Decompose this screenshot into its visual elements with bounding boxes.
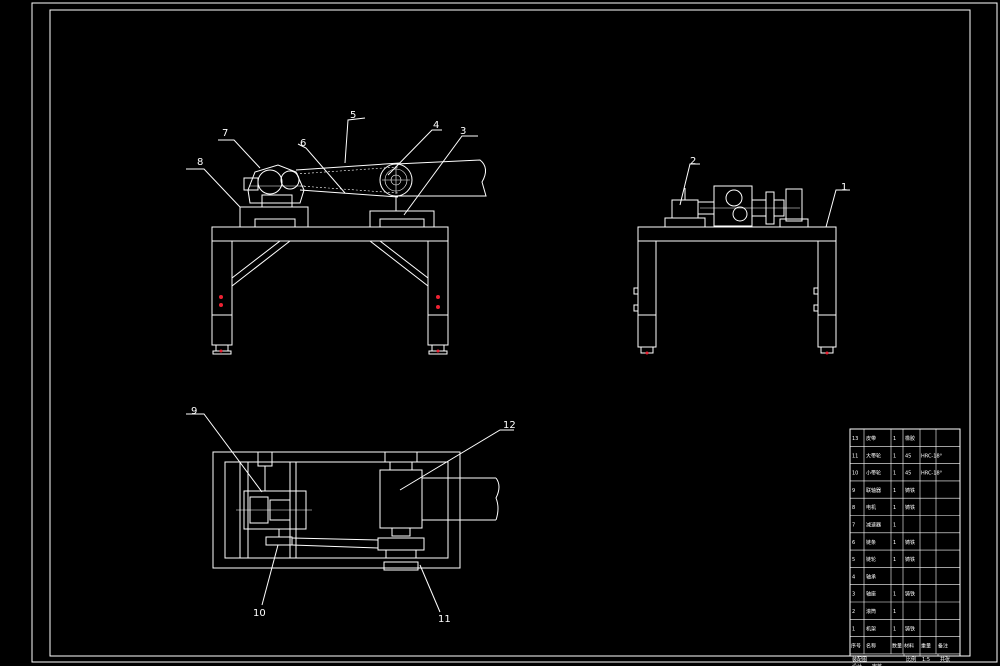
frame-top-beam bbox=[211, 226, 449, 242]
parts-no: 5 bbox=[852, 557, 855, 563]
parts-name: 大带轮 bbox=[866, 452, 881, 459]
sheet-label: 共张 bbox=[940, 656, 950, 663]
parts-name: 链轮 bbox=[866, 556, 876, 563]
outer-frame bbox=[31, 2, 998, 663]
callout-1: 1 bbox=[841, 182, 847, 193]
parts-qty: 1 bbox=[893, 453, 896, 459]
parts-no: 2 bbox=[852, 609, 855, 615]
parts-qty: 1 bbox=[893, 471, 896, 477]
parts-qty: 1 bbox=[893, 505, 896, 511]
parts-material: 铸铁 bbox=[905, 556, 915, 563]
motor-base bbox=[239, 206, 309, 228]
parts-name: 皮带 bbox=[866, 435, 876, 442]
side-view: 2 1 bbox=[633, 156, 850, 355]
parts-note: HRC-18° bbox=[921, 471, 943, 477]
parts-material: 铸铁 bbox=[905, 504, 915, 511]
chain-top bbox=[295, 162, 401, 171]
header-note: 备注 bbox=[938, 643, 948, 650]
callout-2: 2 bbox=[690, 156, 696, 167]
parts-no: 4 bbox=[852, 574, 855, 580]
parts-qty: 1 bbox=[893, 557, 896, 563]
parts-name: 小带轮 bbox=[866, 470, 881, 477]
conveyor-belt bbox=[395, 159, 487, 197]
drum bbox=[379, 469, 423, 529]
parts-qty: 1 bbox=[893, 626, 896, 632]
header-qty: 数量 bbox=[892, 643, 902, 650]
parts-material: 45 bbox=[905, 471, 911, 477]
parts-material: 铸铁 bbox=[905, 625, 915, 632]
parts-name: 联轴器 bbox=[866, 487, 881, 494]
parts-material: 铸铁 bbox=[905, 591, 915, 598]
parts-name: 轴承 bbox=[866, 573, 876, 580]
header-name: 名称 bbox=[866, 643, 876, 650]
callout-6: 6 bbox=[300, 138, 306, 149]
parts-name: 轴座 bbox=[866, 591, 876, 598]
large-pulley bbox=[377, 537, 425, 551]
parts-name: 滚筒 bbox=[866, 608, 876, 615]
callout-7: 7 bbox=[222, 128, 228, 139]
callout-9: 9 bbox=[191, 406, 197, 417]
bolt-marker bbox=[436, 295, 440, 299]
chain-bottom bbox=[299, 189, 399, 198]
bolt-marker bbox=[219, 295, 223, 299]
parts-no: 1 bbox=[852, 626, 855, 632]
callout-3: 3 bbox=[460, 126, 466, 137]
callout-4: 4 bbox=[433, 120, 439, 131]
parts-qty: 1 bbox=[893, 540, 896, 546]
foot-marker bbox=[219, 349, 223, 353]
foot-marker bbox=[436, 349, 440, 353]
top-view: 9 12 10 11 bbox=[186, 406, 516, 625]
parts-no: 3 bbox=[852, 592, 855, 598]
parts-name: 减速器 bbox=[866, 522, 881, 529]
callout-11: 11 bbox=[438, 614, 451, 625]
parts-note: HRC-18° bbox=[921, 453, 943, 459]
parts-material: 45 bbox=[905, 453, 911, 459]
parts-name: 链条 bbox=[866, 539, 876, 546]
bolt-marker bbox=[219, 303, 223, 307]
side-frame-top bbox=[637, 226, 837, 242]
designer-label: 设计 bbox=[852, 663, 862, 666]
scale-label: 比例 bbox=[906, 656, 916, 663]
header-material: 材料 bbox=[904, 643, 914, 650]
parts-no: 13 bbox=[852, 436, 858, 442]
parts-qty: 1 bbox=[893, 488, 896, 494]
callout-10: 10 bbox=[253, 608, 266, 619]
parts-qty: 1 bbox=[893, 523, 896, 529]
parts-name: 机架 bbox=[866, 625, 876, 632]
parts-name: 电机 bbox=[866, 504, 876, 511]
parts-no: 7 bbox=[852, 523, 855, 529]
callout-12: 12 bbox=[503, 420, 516, 431]
parts-material: 铸铁 bbox=[905, 487, 915, 494]
front-view: 8 7 6 5 4 3 bbox=[186, 110, 487, 355]
inner-border bbox=[49, 9, 971, 657]
parts-qty: 1 bbox=[893, 592, 896, 598]
parts-material: 铸铁 bbox=[905, 539, 915, 546]
reducer bbox=[243, 164, 305, 208]
drawing-title: 装配图 bbox=[852, 656, 867, 663]
header-weight: 重量 bbox=[921, 643, 931, 650]
parts-no: 9 bbox=[852, 488, 855, 494]
parts-no: 8 bbox=[852, 505, 855, 511]
parts-no: 10 bbox=[852, 471, 858, 477]
callout-8: 8 bbox=[197, 157, 203, 168]
parts-material: 橡胶 bbox=[905, 435, 915, 442]
scale-value: 1:5 bbox=[922, 657, 930, 663]
callout-5: 5 bbox=[350, 110, 356, 121]
checker-label: 审核 bbox=[872, 663, 882, 666]
parts-qty: 1 bbox=[893, 436, 896, 442]
parts-no: 11 bbox=[852, 453, 858, 459]
parts-qty: 1 bbox=[893, 609, 896, 615]
top-frame-outline bbox=[212, 451, 461, 569]
bolt-marker bbox=[436, 305, 440, 309]
header-no: 序号 bbox=[851, 643, 861, 650]
small-pulley bbox=[265, 536, 293, 546]
parts-no: 6 bbox=[852, 540, 855, 546]
